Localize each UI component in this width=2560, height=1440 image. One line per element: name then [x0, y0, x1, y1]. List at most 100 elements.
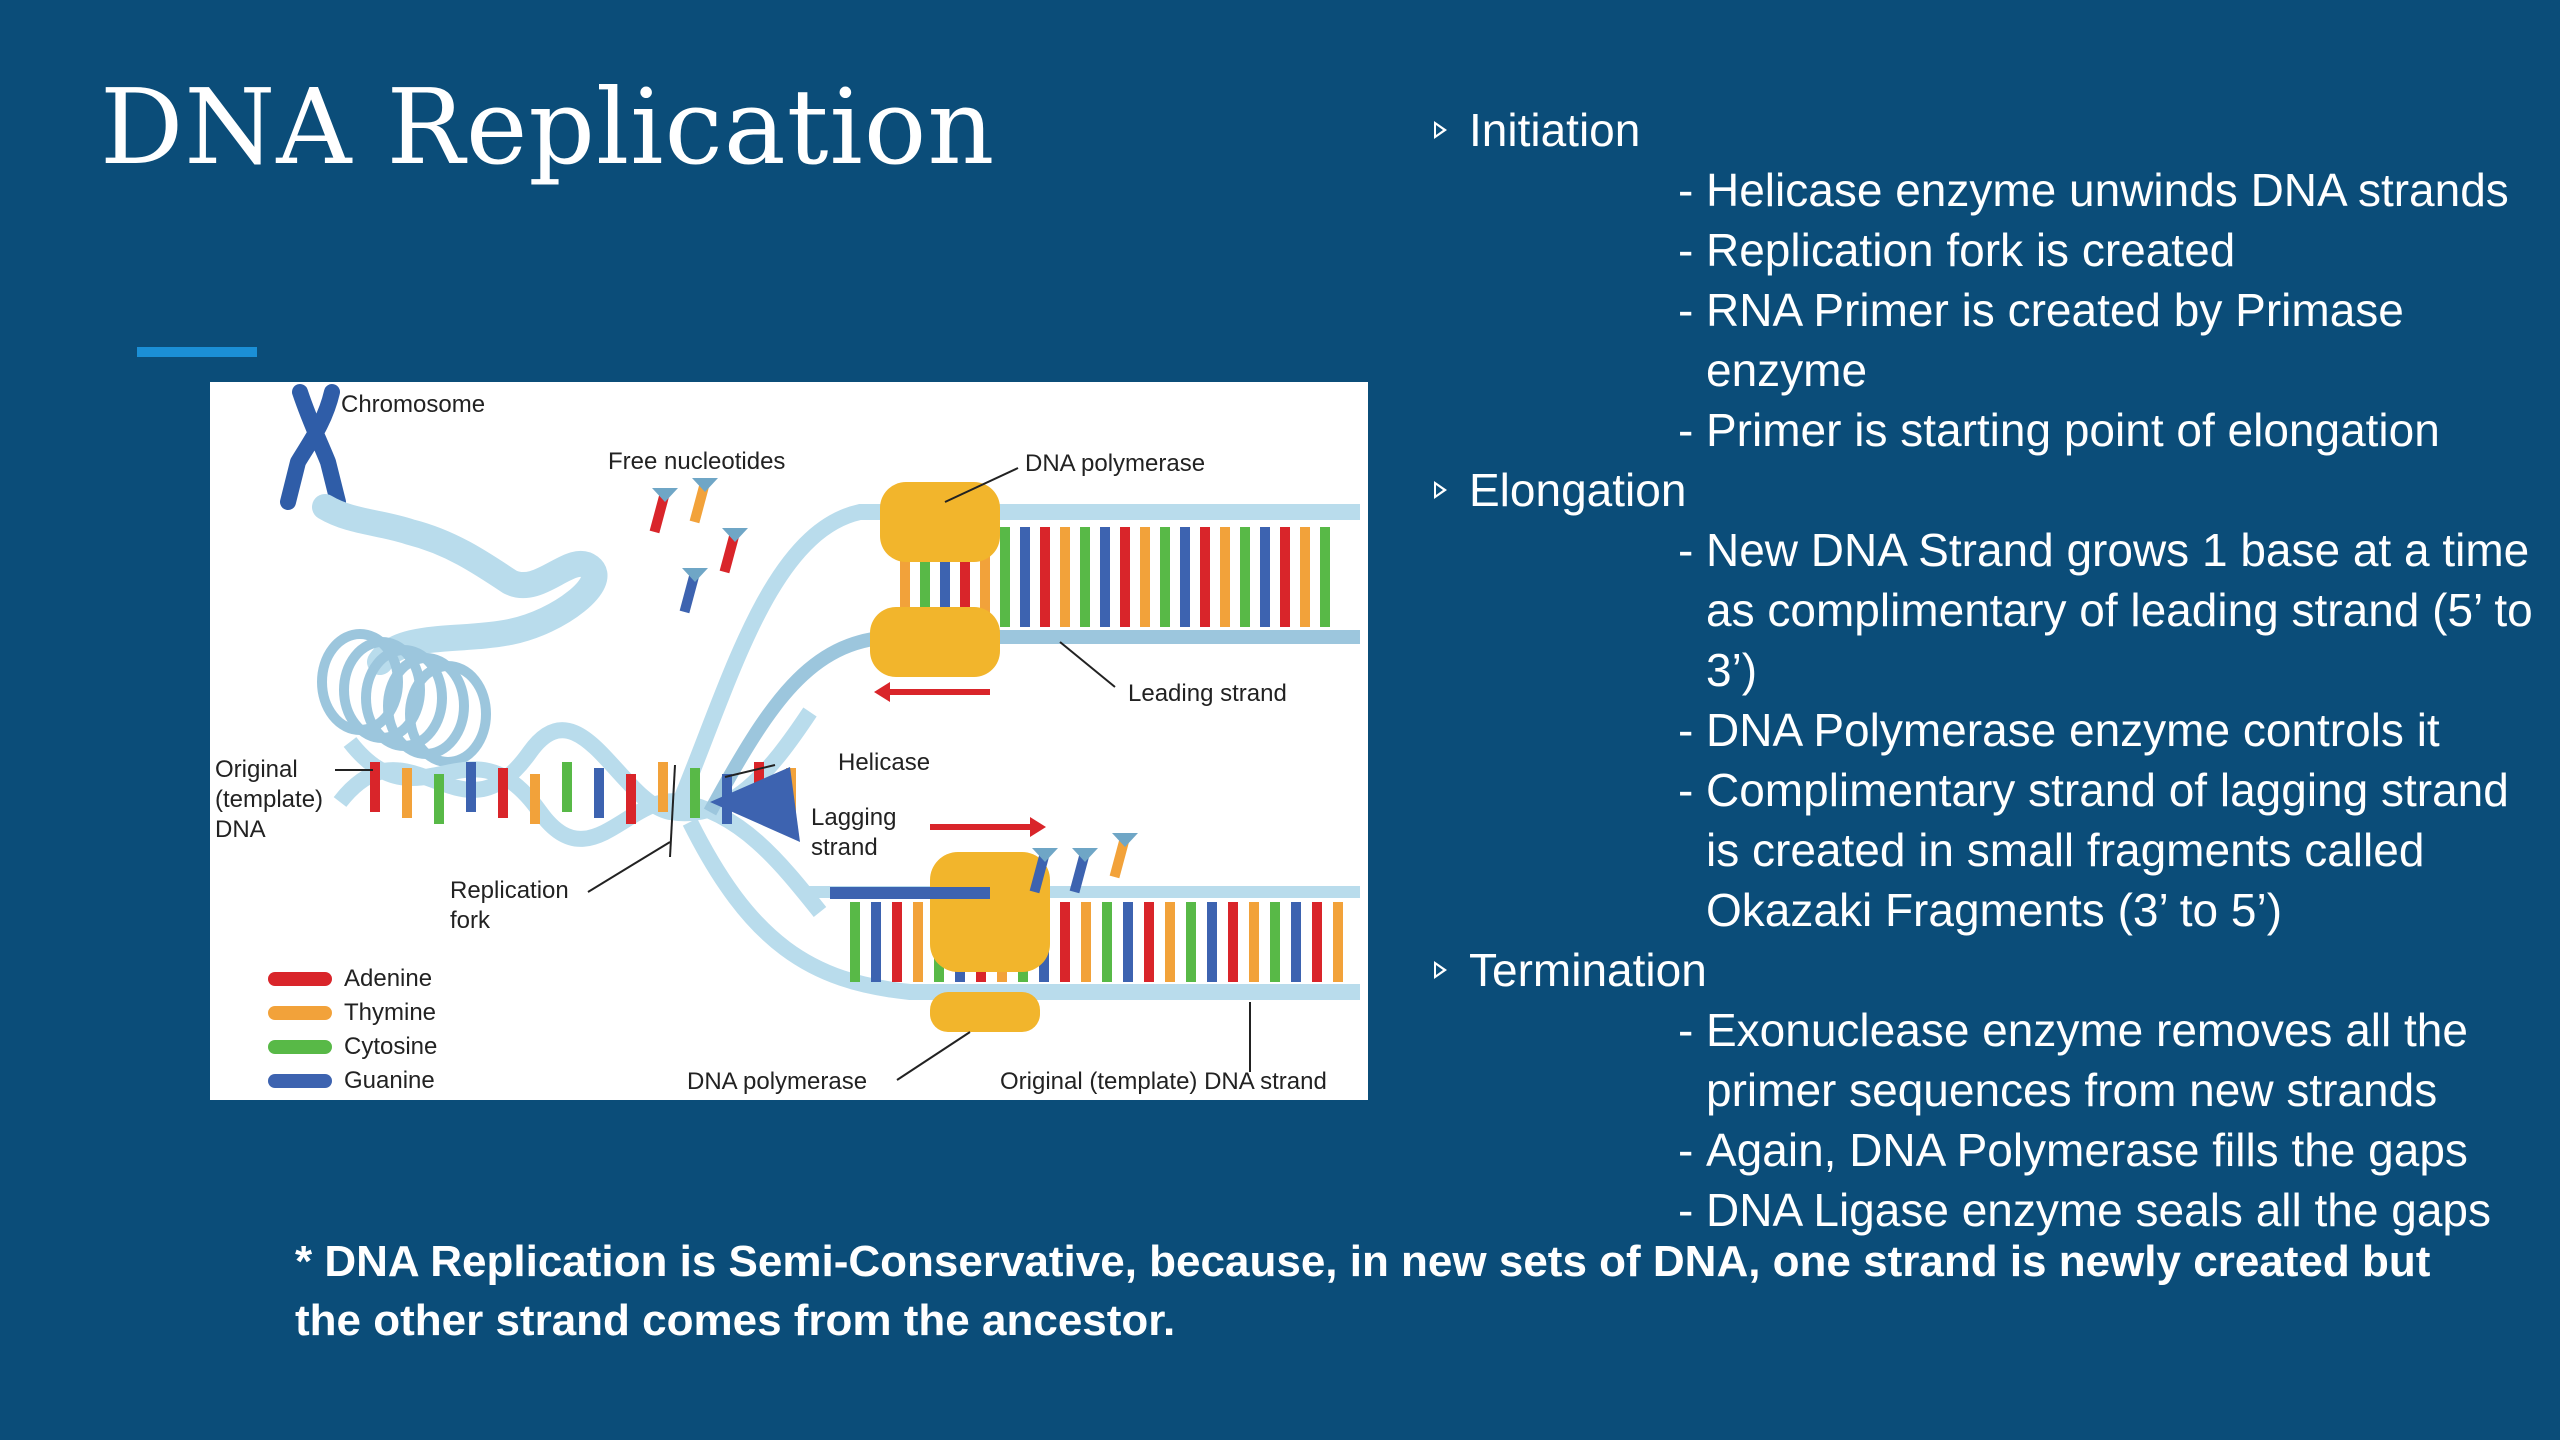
process-outline: InitiationHelicase enzyme unwinds DNA st…	[1430, 100, 2540, 1240]
label-dna-polymerase-top: DNA polymerase	[1025, 450, 1206, 477]
outline-heading: Termination	[1430, 940, 2540, 1000]
leading-base-pair	[1140, 527, 1150, 627]
outline-section: ElongationNew DNA Strand grows 1 base at…	[1430, 460, 2540, 940]
leading-base-pair	[1080, 527, 1090, 627]
legend-label: Thymine	[344, 999, 437, 1026]
leading-base-pair	[1320, 527, 1330, 627]
free-nucleotide	[1069, 848, 1098, 894]
label-lagging-strand: Lagging strand	[811, 804, 897, 861]
outline-item-list: New DNA Strand grows 1 base at a time as…	[1430, 520, 2540, 940]
parental-base-pair	[370, 762, 380, 812]
free-nucleotide	[1029, 848, 1058, 894]
dna-polymerase-top-enzyme-lower	[870, 607, 1000, 677]
free-nucleotide	[649, 488, 678, 534]
lagging-base-pair	[1207, 902, 1217, 982]
parental-base-pair	[658, 762, 668, 812]
legend-label: Guanine	[344, 1067, 435, 1094]
leading-base-pair	[1060, 527, 1070, 627]
label-original-template-strand: Original (template) DNA strand	[1000, 1068, 1327, 1095]
lagging-base-pair	[1228, 902, 1238, 982]
outline-item: RNA Primer is created by Primase enzyme	[1678, 280, 2540, 400]
parental-base-pair	[466, 762, 476, 812]
legend-item: Guanine	[268, 1064, 437, 1098]
outline-heading-text: Elongation	[1469, 464, 1687, 516]
label-replication-fork: Replication fork	[450, 877, 569, 934]
lagging-base-pair	[1270, 902, 1280, 982]
leading-template-upper	[672, 504, 1360, 806]
dna-diagram-illustration	[280, 384, 1360, 1081]
lagging-base-pair	[1102, 902, 1112, 982]
parental-base-pair	[626, 774, 636, 824]
leading-base-pair	[1280, 527, 1290, 627]
triangle-bullet-icon	[1434, 961, 1447, 979]
lagging-base-pair	[1081, 902, 1091, 982]
lagging-base-pair	[1165, 902, 1175, 982]
lagging-template-lower	[682, 818, 1360, 1000]
outline-heading-text: Initiation	[1469, 104, 1641, 156]
lagging-base-pair	[871, 902, 881, 982]
helicase-enzyme	[710, 767, 800, 842]
legend-swatch	[268, 972, 332, 986]
dna-polymerase-top-enzyme	[880, 482, 1000, 562]
free-nucleotide	[1109, 833, 1138, 879]
legend-item: Adenine	[268, 962, 437, 996]
leading-base-pair	[920, 527, 930, 627]
dna-replication-figure: Chromosome Free nucleotides DNA polymera…	[210, 382, 1368, 1100]
outline-item: DNA Ligase enzyme seals all the gaps	[1678, 1180, 2540, 1240]
leading-base-pair	[1020, 527, 1030, 627]
legend-label: Adenine	[344, 965, 433, 992]
leading-base-pair	[1240, 527, 1250, 627]
footnote: * DNA Replication is Semi-Conservative, …	[295, 1237, 2431, 1345]
leading-base-pair	[1120, 527, 1130, 627]
title-accent-line	[137, 347, 257, 357]
lagging-base-pair	[913, 902, 923, 982]
leading-base-pair	[940, 527, 950, 627]
legend-swatch	[268, 1006, 332, 1020]
lagging-base-pair	[1060, 902, 1070, 982]
outline-item: Exonuclease enzyme removes all the prime…	[1678, 1000, 2540, 1120]
legend-item: Cytosine	[268, 1030, 437, 1064]
parental-base-pair	[594, 768, 604, 818]
lagging-base-pair	[850, 902, 860, 982]
outline-item-list: Helicase enzyme unwinds DNA strandsRepli…	[1430, 160, 2540, 460]
leading-base-pair	[980, 527, 990, 627]
free-nucleotide	[719, 528, 748, 574]
outline-section: TerminationExonuclease enzyme removes al…	[1430, 940, 2540, 1240]
coil-ring	[405, 661, 491, 767]
leading-base-pair	[1040, 527, 1050, 627]
outline-heading: Elongation	[1430, 460, 2540, 520]
parental-base-pair	[434, 774, 444, 824]
chromatin-coil-rings	[317, 629, 491, 767]
outline-item: New DNA Strand grows 1 base at a time as…	[1678, 520, 2540, 700]
leading-base-pair	[1000, 527, 1010, 627]
chromatin-coil	[312, 494, 608, 675]
leading-base-pair	[1260, 527, 1270, 627]
dna-polymerase-bottom-enzyme-base	[930, 992, 1040, 1032]
parental-base-pair	[562, 762, 572, 812]
lagging-base-pair	[1291, 902, 1301, 982]
label-leading-strand: Leading strand	[1128, 680, 1287, 707]
free-nucleotide	[679, 568, 708, 614]
rna-primer	[830, 887, 990, 899]
free-nucleotides-group	[649, 478, 1138, 894]
leading-base-pair	[1100, 527, 1110, 627]
leading-base-pair	[1200, 527, 1210, 627]
outline-item: Complimentary strand of lagging strand i…	[1678, 760, 2540, 940]
leading-base-pair	[1220, 527, 1230, 627]
outline-heading-text: Termination	[1469, 944, 1707, 996]
legend-item: Thymine	[268, 996, 437, 1030]
label-original-template-dna: Original (template) DNA	[215, 756, 324, 843]
outline-item: DNA Polymerase enzyme controls it	[1678, 700, 2540, 760]
lagging-base-pair	[1249, 902, 1259, 982]
leading-base-pair	[960, 527, 970, 627]
outline-heading: Initiation	[1430, 100, 2540, 160]
chromosome-icon	[280, 384, 346, 510]
triangle-bullet-icon	[1434, 481, 1447, 499]
legend-swatch	[268, 1040, 332, 1054]
parental-base-pair	[402, 768, 412, 818]
legend-swatch	[268, 1074, 332, 1088]
parental-base-pair	[530, 774, 540, 824]
label-helicase: Helicase	[838, 749, 931, 776]
lagging-base-pair	[1123, 902, 1133, 982]
parental-base-pair	[498, 768, 508, 818]
